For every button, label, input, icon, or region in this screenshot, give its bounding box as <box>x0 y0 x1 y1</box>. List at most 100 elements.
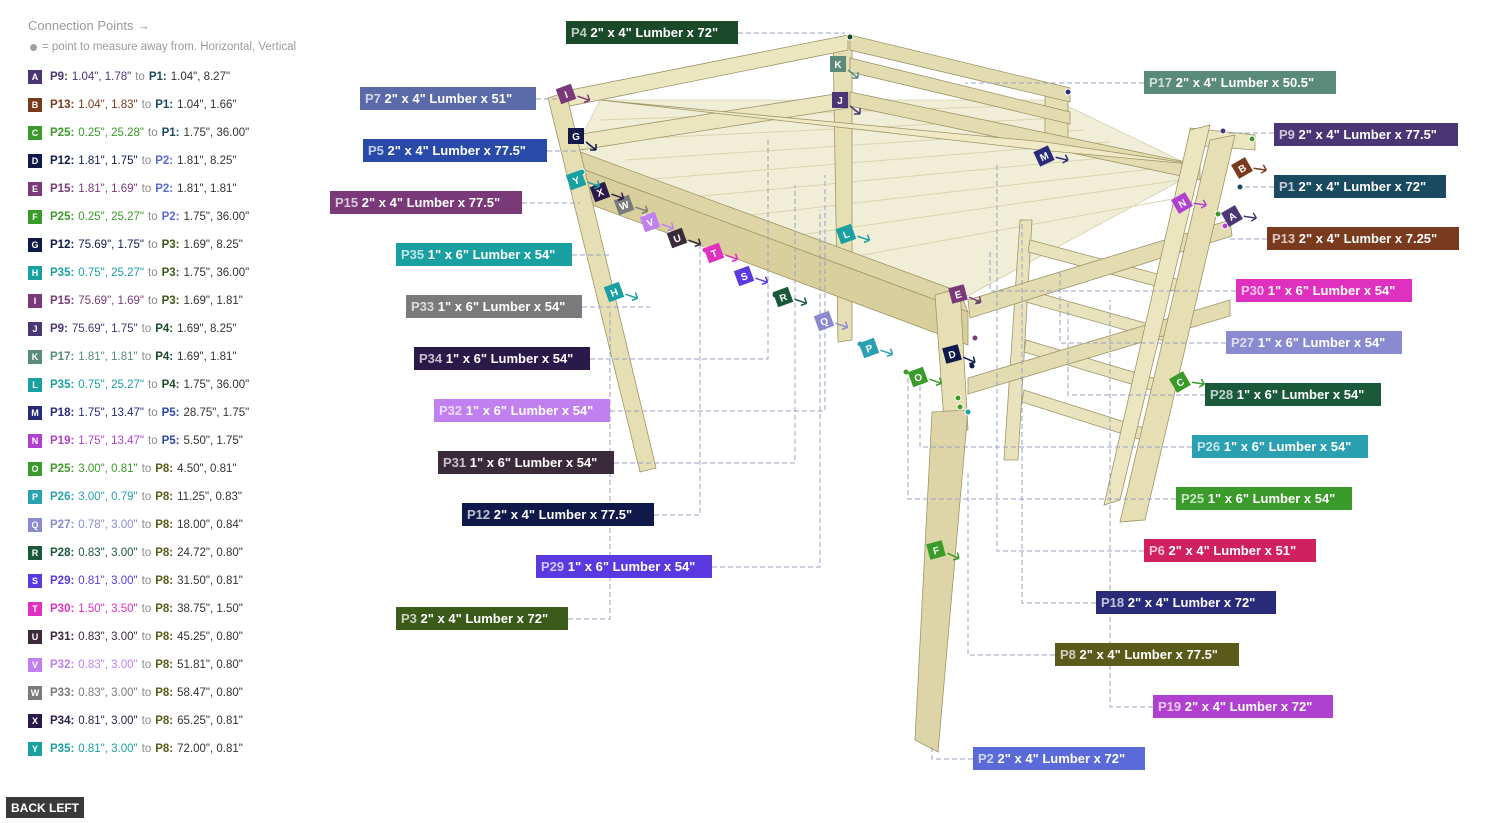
connection-marker-v[interactable]: V <box>639 208 675 238</box>
connection-marker-f[interactable]: F <box>926 537 960 565</box>
part-label-p2[interactable]: P2 2" x 4" Lumber x 72" <box>973 747 1145 770</box>
part-label-p33[interactable]: P33 1" x 6" Lumber x 54" <box>406 295 582 318</box>
connection-marker-l[interactable]: L <box>835 220 871 250</box>
to-position: 5.50", 1.75" <box>183 435 243 447</box>
marker-box <box>926 540 946 560</box>
connection-marker-b[interactable]: B <box>1231 151 1267 184</box>
connection-marker-t[interactable]: T <box>703 239 739 269</box>
from-position: 0.75", 25.27" <box>78 267 145 279</box>
part-label-p34[interactable]: P34 1" x 6" Lumber x 54" <box>414 347 590 370</box>
leader-line <box>967 470 1055 656</box>
part-desc: 1" x 6" Lumber x 54" <box>466 403 594 418</box>
part-label-text: P35 1" x 6" Lumber x 54" <box>401 247 555 262</box>
part-label-box <box>1096 591 1276 614</box>
marker-letter: W <box>618 199 631 213</box>
to-separator: to <box>141 155 152 167</box>
part-label-p5[interactable]: P5 2" x 4" Lumber x 77.5" <box>363 139 547 162</box>
part-label-p31[interactable]: P31 1" x 6" Lumber x 54" <box>438 451 614 474</box>
connection-marker-a[interactable]: A <box>1221 199 1257 232</box>
part-label-p29[interactable]: P29 1" x 6" Lumber x 54" <box>536 555 712 578</box>
connection-marker-u[interactable]: U <box>666 224 702 254</box>
from-position: 0.81", 3.00" <box>78 743 138 755</box>
connection-points-title[interactable]: Connection Points → <box>28 18 151 33</box>
part-desc: 2" x 4" Lumber x 72" <box>1128 595 1256 610</box>
connection-marker-r[interactable]: R <box>772 283 808 313</box>
from-part: P31: <box>50 631 75 643</box>
connection-marker-y[interactable]: Y <box>565 166 601 196</box>
to-separator: to <box>141 603 152 615</box>
part-label-p4[interactable]: P4 2" x 4" Lumber x 72" <box>566 21 738 44</box>
connection-marker-j[interactable]: J <box>832 92 861 115</box>
part-label-p18[interactable]: P18 2" x 4" Lumber x 72" <box>1096 591 1276 614</box>
connection-marker-m[interactable]: M <box>1033 140 1069 172</box>
part-label-p19[interactable]: P19 2" x 4" Lumber x 72" <box>1153 695 1333 718</box>
part-label-p8[interactable]: P8 2" x 4" Lumber x 77.5" <box>1055 643 1239 666</box>
part-label-p7[interactable]: P7 2" x 4" Lumber x 51" <box>360 87 536 110</box>
part-id: P8 <box>1060 647 1080 662</box>
connection-marker-g[interactable]: G <box>568 128 597 151</box>
part-label-p30[interactable]: P30 1" x 6" Lumber x 54" <box>1236 279 1412 302</box>
part-label-p28[interactable]: P28 1" x 6" Lumber x 54" <box>1205 383 1381 406</box>
part-label-p9[interactable]: P9 2" x 4" Lumber x 77.5" <box>1274 123 1458 146</box>
connection-marker-h[interactable]: H <box>603 278 639 308</box>
part-label-box <box>1205 383 1381 406</box>
connection-marker-k[interactable]: K <box>830 56 859 79</box>
connection-marker-n[interactable]: N <box>1171 186 1207 219</box>
part-label-p3[interactable]: P3 2" x 4" Lumber x 72" <box>396 607 568 630</box>
part-label-p15[interactable]: P15 2" x 4" Lumber x 77.5" <box>330 191 522 214</box>
part-label-p25[interactable]: P25 1" x 6" Lumber x 54" <box>1176 487 1352 510</box>
part-label-p1[interactable]: P1 2" x 4" Lumber x 72" <box>1274 175 1446 198</box>
connection-marker-o[interactable]: O <box>907 363 943 393</box>
part-label-p6[interactable]: P6 2" x 4" Lumber x 51" <box>1144 539 1316 562</box>
connection-marker-e[interactable]: E <box>948 281 982 309</box>
back-left-button[interactable]: BACK LEFT <box>6 797 84 818</box>
part-label-p12[interactable]: P12 2" x 4" Lumber x 77.5" <box>462 503 654 526</box>
part-label-text: P27 1" x 6" Lumber x 54" <box>1231 335 1385 350</box>
connection-badge: G <box>28 238 42 252</box>
connection-marker-x[interactable]: X <box>589 178 625 208</box>
arrow-icon <box>849 105 861 115</box>
from-position: 1.81", 1.69" <box>78 183 138 195</box>
part-label-p13[interactable]: P13 2" x 4" Lumber x 7.25" <box>1267 227 1459 250</box>
connection-marker-s[interactable]: S <box>733 262 769 292</box>
connection-marker-p[interactable]: P <box>858 334 894 364</box>
part-label-p32[interactable]: P32 1" x 6" Lumber x 54" <box>434 399 610 422</box>
part-label-p17[interactable]: P17 2" x 4" Lumber x 50.5" <box>1144 71 1336 94</box>
from-part: P34: <box>50 715 75 727</box>
part-label-p35[interactable]: P35 1" x 6" Lumber x 54" <box>396 243 572 266</box>
connection-marker-q[interactable]: Q <box>813 307 849 337</box>
part-label-p27[interactable]: P27 1" x 6" Lumber x 54" <box>1226 331 1402 354</box>
connection-marker-c[interactable]: C <box>1169 365 1205 398</box>
part-label-p26[interactable]: P26 1" x 6" Lumber x 54" <box>1192 435 1368 458</box>
to-part: P8: <box>155 519 174 531</box>
connection-marker-i[interactable]: I <box>555 80 591 110</box>
from-part: P12: <box>50 239 75 251</box>
connection-marker-d[interactable]: D <box>942 341 976 369</box>
